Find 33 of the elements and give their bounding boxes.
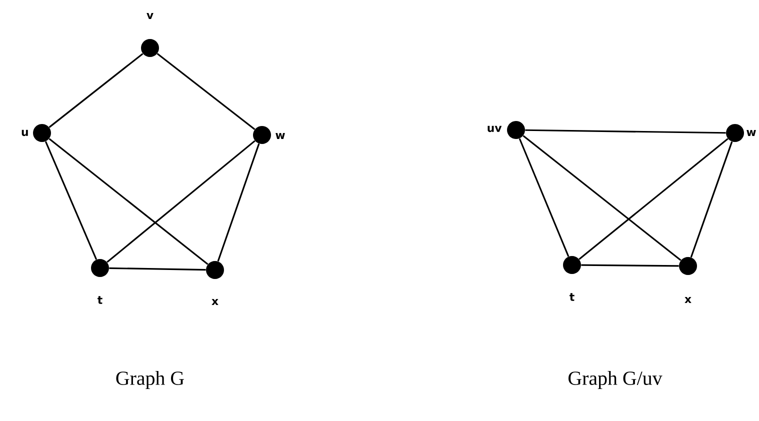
vertex-label: x	[212, 299, 218, 305]
vertex-label: v	[146, 13, 154, 19]
edge-line	[690, 141, 733, 258]
vertex-dot	[91, 259, 109, 277]
edge-line	[106, 140, 256, 263]
edge-line	[48, 53, 144, 128]
edge-line	[44, 141, 98, 260]
vertex-label: u	[22, 130, 28, 136]
graph-caption: Graph G/uv	[568, 370, 662, 390]
edge-line	[48, 138, 208, 265]
edge-line	[522, 135, 682, 261]
vertex-dot	[726, 124, 744, 142]
edge-line	[109, 267, 206, 271]
vertex-dot	[33, 124, 51, 142]
vertex-dot	[507, 121, 525, 139]
vertex-label: uv	[488, 126, 502, 132]
vertex-label: x	[684, 297, 692, 303]
vertex-dot	[141, 39, 159, 57]
edge-line	[217, 143, 260, 262]
edge-line	[578, 138, 728, 260]
edge-line	[518, 138, 570, 257]
edge-line	[156, 53, 256, 130]
edge-line	[525, 129, 726, 134]
vertex-label: w	[276, 133, 285, 139]
vertex-label: t	[98, 296, 102, 304]
edge-line	[581, 264, 679, 267]
vertex-dot	[563, 256, 581, 274]
vertex-dot	[206, 261, 224, 279]
graph-caption: Graph G	[116, 370, 184, 390]
vertex-dot	[679, 257, 697, 275]
vertex-dot	[253, 126, 271, 144]
vertex-label: t	[570, 293, 574, 301]
vertex-label: w	[746, 130, 756, 136]
